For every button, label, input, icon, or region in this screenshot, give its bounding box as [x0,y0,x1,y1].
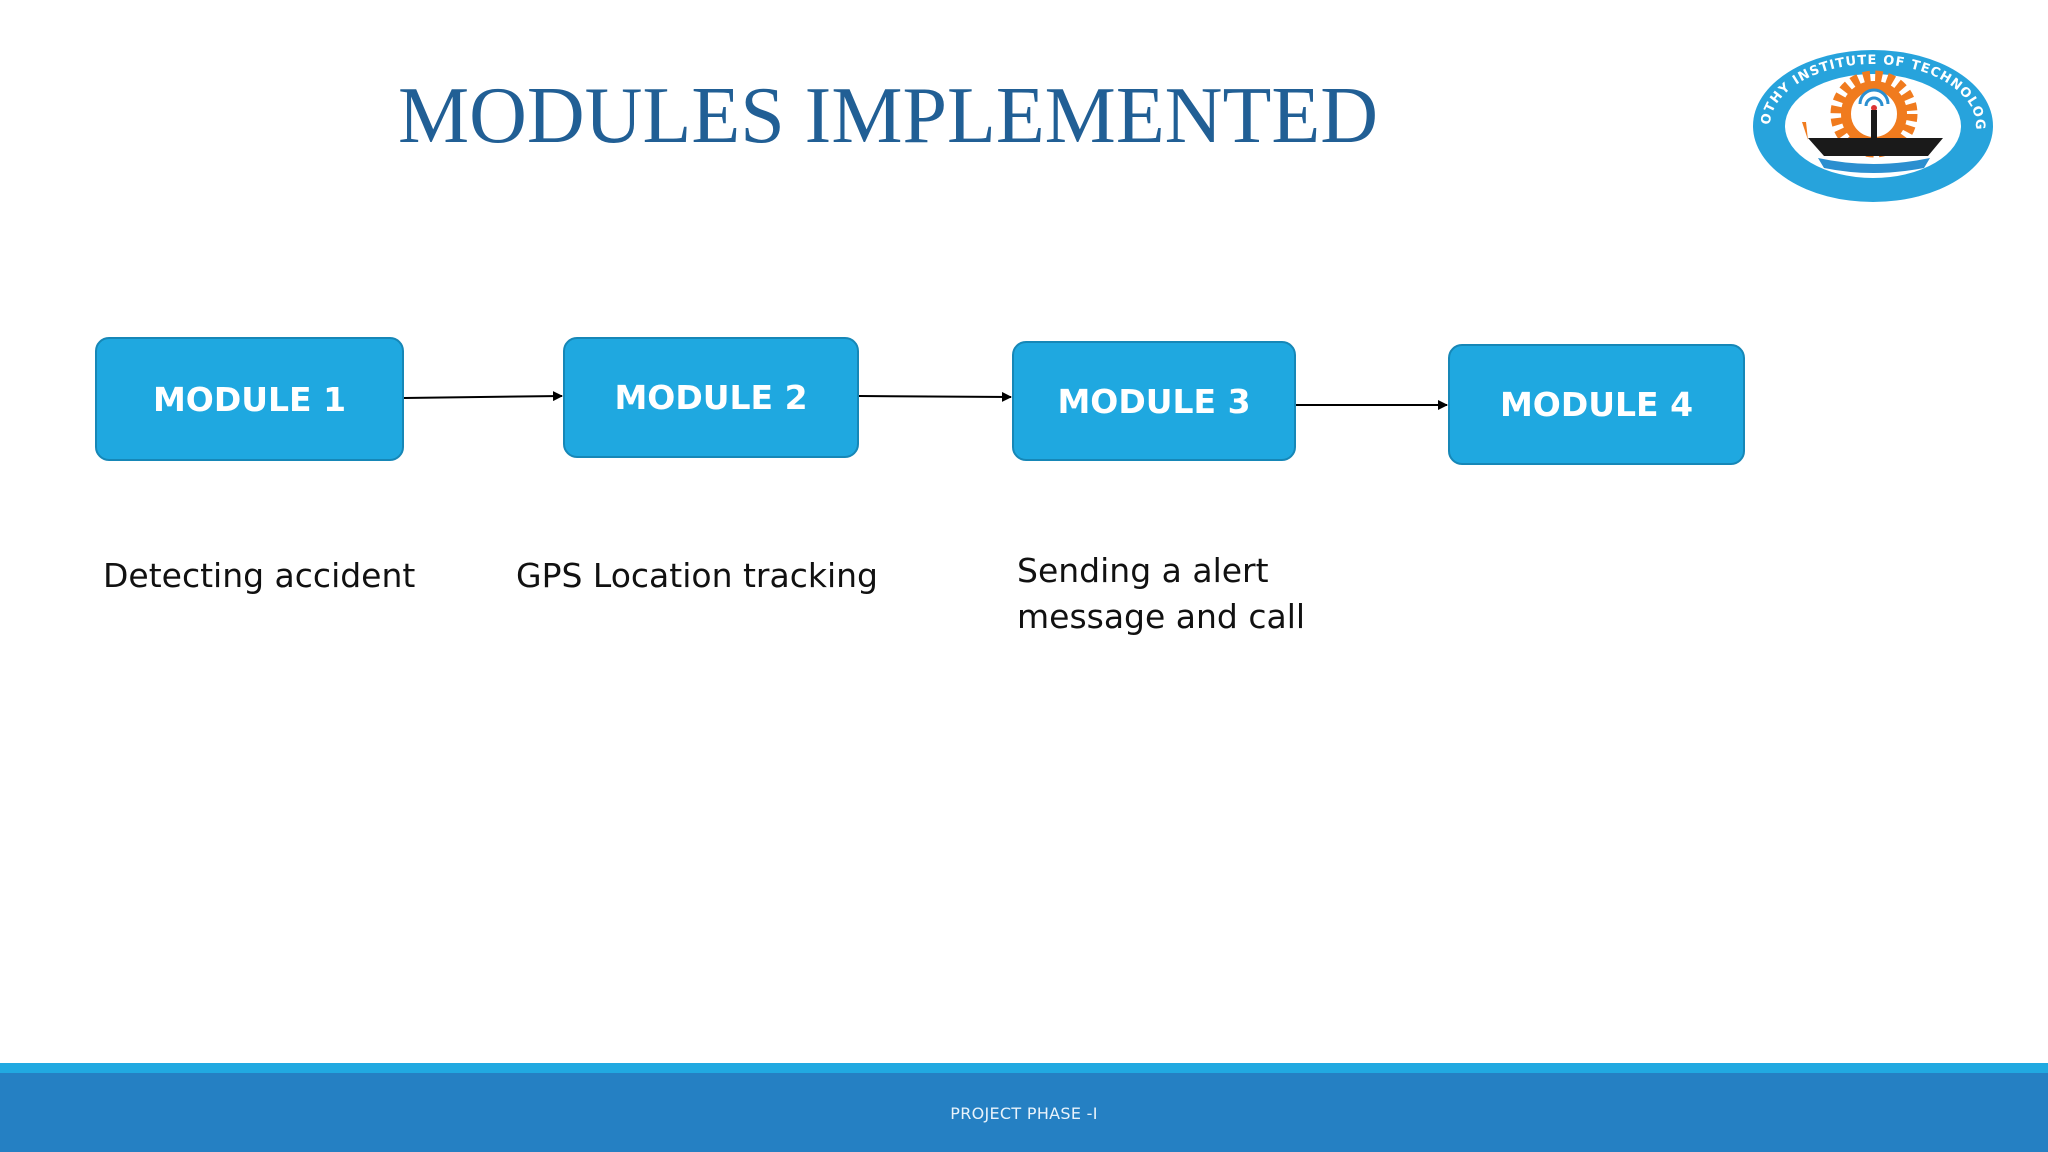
module-1-label: MODULE 1 [152,379,347,419]
module-2-label: MODULE 2 [614,378,808,417]
module-4-label: MODULE 4 [1499,385,1694,424]
slide-title: MODULES IMPLEMENTED [398,72,1378,160]
module-3-box: MODULE 3 [1012,341,1296,461]
module-1-box: MODULE 1 [95,337,404,461]
footer-stripe [0,1063,2048,1073]
module-2-box: MODULE 2 [563,337,859,458]
footer-text: PROJECT PHASE -I [950,1104,1098,1123]
signal-tower-icon [1858,88,1890,140]
module-1-description: Detecting accident [103,556,416,595]
ship-icon [1808,138,1943,156]
arrow-module1-to-module2 [403,391,563,402]
institute-logo: JYOTHY INSTITUTE OF TECHNOLOGY [1748,44,1993,202]
module-3-label: MODULE 3 [1057,381,1251,421]
footer-bar [0,1073,2048,1152]
module-3-description: Sending a alert message and call [1017,551,1306,636]
arrow-module2-to-module3 [858,391,1012,402]
module-4-box: MODULE 4 [1448,344,1745,465]
module-2-description: GPS Location tracking [516,556,878,595]
